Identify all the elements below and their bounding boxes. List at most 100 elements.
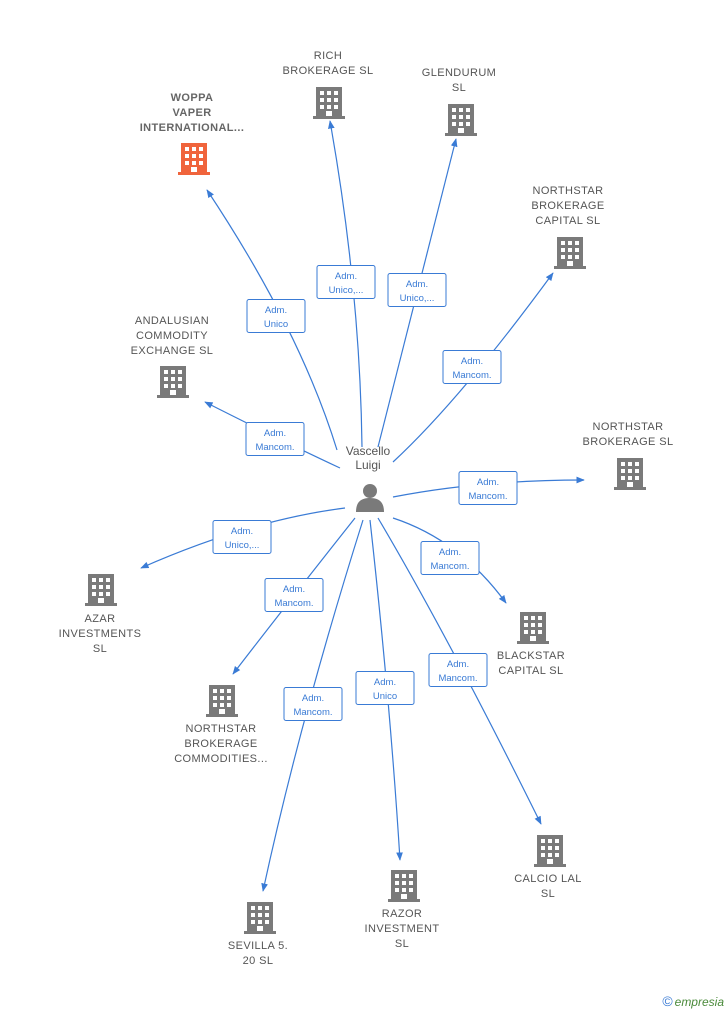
role-label-box — [264, 578, 324, 612]
role-label-line: Mancom. — [255, 442, 294, 453]
role-label-ns-capital[interactable]: Adm. Mancom. — [442, 350, 502, 384]
role-label-box — [442, 350, 502, 384]
role-label-line: Adm. — [335, 271, 357, 282]
building-icon[interactable] — [157, 366, 189, 398]
company-name-line: SL — [452, 82, 466, 94]
building-icon[interactable] — [178, 143, 210, 175]
role-label-ns-brokerage[interactable]: Adm.Mancom. — [458, 471, 518, 505]
role-label-ns-commodities[interactable]: Adm.Mancom. — [264, 578, 324, 612]
building-icon[interactable] — [313, 87, 345, 119]
role-label-line: Adm. — [302, 693, 324, 704]
company-name-line: SL — [541, 888, 555, 900]
role-label-box — [316, 265, 376, 299]
company-node-ns-commodities[interactable]: NORTHSTAR BROKERAGE COMMODITIES... — [174, 685, 268, 765]
role-label-box — [428, 653, 488, 687]
role-label-andalusian[interactable]: Adm. Mancom. — [245, 422, 305, 456]
company-name-line: GLENDURUM — [422, 67, 497, 79]
company-name-line: BLACKSTAR — [497, 650, 565, 662]
company-name-line: SL — [93, 643, 107, 655]
company-name-line: NORTHSTAR — [592, 421, 663, 433]
person-name-line-1: Vascello — [346, 444, 391, 458]
role-label-box — [355, 671, 415, 705]
company-node-calcio[interactable]: CALCIO LAL SL — [514, 835, 582, 900]
company-name-line: CALCIO LAL — [514, 873, 582, 885]
building-icon[interactable] — [388, 870, 420, 902]
company-name-line: ANDALUSIAN — [135, 315, 209, 327]
company-name-line: CAPITAL SL — [535, 215, 600, 227]
role-label-line: Mancom. — [430, 561, 469, 572]
company-name-line: VAPER — [172, 107, 211, 119]
role-label-box — [420, 541, 480, 575]
role-label-line: Unico,... — [225, 540, 260, 551]
company-name-line: RICH — [314, 50, 343, 62]
role-label-line: Adm. — [461, 356, 483, 367]
building-icon[interactable] — [517, 612, 549, 644]
company-name-line: BROKERAGE — [531, 200, 604, 212]
company-name-line: AZAR — [85, 613, 116, 625]
company-name-line: BROKERAGE SL — [583, 436, 674, 448]
person-icon[interactable] — [356, 484, 384, 512]
company-name-line: NORTHSTAR — [185, 723, 256, 735]
role-label-line: Adm. — [264, 428, 286, 439]
role-label-line: Adm. — [439, 547, 461, 558]
role-label-line: Mancom. — [452, 370, 491, 381]
role-label-line: Adm. — [265, 305, 287, 316]
company-name-line: COMMODITY — [136, 330, 208, 342]
company-name-line: NORTHSTAR — [532, 185, 603, 197]
role-label-line: Unico,... — [400, 293, 435, 304]
company-node-glendurum[interactable]: GLENDURUM SL — [422, 67, 497, 136]
role-label-box — [246, 299, 306, 333]
role-label-line: Adm. — [283, 584, 305, 595]
copyright-icon: © — [662, 993, 673, 1009]
role-label-line: Adm. — [374, 677, 396, 688]
role-label-line: Mancom. — [293, 707, 332, 718]
company-node-andalusian[interactable]: ANDALUSIAN COMMODITY EXCHANGE SL — [131, 315, 214, 398]
company-node-razor[interactable]: RAZOR INVESTMENT SL — [365, 870, 440, 950]
company-name-line: INVESTMENT — [365, 923, 440, 935]
company-name-line: SL — [395, 938, 409, 950]
company-name-line: RAZOR — [382, 908, 423, 920]
company-name-line: 20 SL — [243, 955, 274, 967]
role-label-calcio[interactable]: Adm. Mancom. — [428, 653, 488, 687]
edge-labels-layer: Adm.UnicoAdm.Unico,...Adm.Unico,...Adm.M… — [212, 265, 518, 721]
role-label-rich[interactable]: Adm.Unico,... — [316, 265, 376, 299]
role-label-line: Adm. — [447, 659, 469, 670]
brand-name: empresia — [674, 995, 724, 1009]
building-icon[interactable] — [244, 902, 276, 934]
role-label-sevilla[interactable]: Adm. Mancom. — [283, 687, 343, 721]
role-label-woppa[interactable]: Adm.Unico — [246, 299, 306, 333]
role-label-razor[interactable]: Adm.Unico — [355, 671, 415, 705]
role-label-glendurum[interactable]: Adm.Unico,... — [387, 273, 447, 307]
building-icon[interactable] — [206, 685, 238, 717]
building-icon[interactable] — [534, 835, 566, 867]
company-name-line: BROKERAGE — [184, 738, 257, 750]
building-icon[interactable] — [445, 104, 477, 136]
role-label-azar[interactable]: Adm. Unico,... — [212, 520, 272, 554]
company-node-woppa[interactable]: WOPPA VAPER INTERNATIONAL... — [140, 92, 245, 175]
company-node-azar[interactable]: AZAR INVESTMENTS SL — [59, 574, 142, 655]
company-name-line: WOPPA — [171, 92, 214, 104]
building-icon[interactable] — [614, 458, 646, 490]
company-node-ns-brokerage[interactable]: NORTHSTAR BROKERAGE SL — [583, 421, 674, 490]
role-label-line: Mancom. — [438, 673, 477, 684]
role-label-blackstar[interactable]: Adm. Mancom. — [420, 541, 480, 575]
company-name-line: INTERNATIONAL... — [140, 122, 245, 134]
company-name-line: COMMODITIES... — [174, 753, 268, 765]
role-label-line: Adm. — [231, 526, 253, 537]
company-node-sevilla[interactable]: SEVILLA 5.20 SL — [228, 902, 288, 967]
building-icon[interactable] — [85, 574, 117, 606]
company-name-line: BROKERAGE SL — [283, 65, 374, 77]
company-node-ns-capital[interactable]: NORTHSTAR BROKERAGE CAPITAL SL — [531, 185, 604, 269]
center-person[interactable]: Vascello Luigi — [346, 444, 391, 512]
role-label-line: Mancom. — [468, 491, 507, 502]
company-name-line: INVESTMENTS — [59, 628, 142, 640]
company-node-rich[interactable]: RICH BROKERAGE SL — [283, 50, 374, 119]
brand-footer[interactable]: ©empresia — [662, 993, 724, 1009]
company-name-line: EXCHANGE SL — [131, 345, 214, 357]
role-label-box — [458, 471, 518, 505]
role-label-box — [245, 422, 305, 456]
building-icon[interactable] — [554, 237, 586, 269]
person-name-line-2: Luigi — [355, 458, 380, 472]
